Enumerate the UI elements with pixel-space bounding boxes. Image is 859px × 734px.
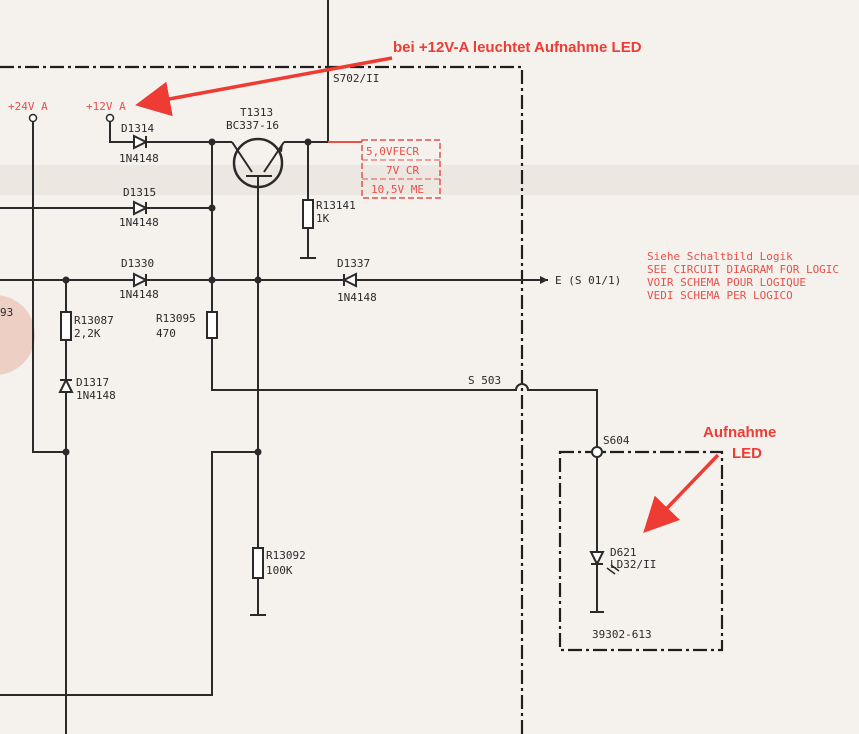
diode-type: 1N4148 xyxy=(337,291,377,304)
resistor-ref: R13087 xyxy=(74,314,114,327)
led-d621-symbol xyxy=(589,551,605,567)
paper-fold xyxy=(0,165,859,195)
logic-note-line: VEDI SCHEMA PER LOGICO xyxy=(647,289,793,302)
diode-d1337-symbol xyxy=(341,272,357,288)
resistor-r13141-symbol xyxy=(302,199,314,229)
diode-type: 1N4148 xyxy=(119,216,159,229)
led-board-boundary xyxy=(558,450,724,652)
resistor-r13095-symbol xyxy=(206,311,218,339)
supply-24v-label: +24V A xyxy=(8,100,48,113)
connector-s503-label: S 503 xyxy=(468,374,501,387)
diode-type: 1N4148 xyxy=(119,288,159,301)
diode-ref: D1337 xyxy=(337,257,370,270)
diode-ref: D1315 xyxy=(123,186,156,199)
resistor-value: 2,2K xyxy=(74,327,101,340)
connector-s604 xyxy=(591,446,603,458)
connector-s604-label: S604 xyxy=(603,434,630,447)
logic-note-line: Siehe Schaltbild Logik xyxy=(647,250,793,263)
transistor-ref: T1313 xyxy=(240,106,273,119)
diode-ref: D1314 xyxy=(121,122,154,135)
transistor-t1313-symbol xyxy=(231,137,285,189)
annotation-arrow-top xyxy=(135,56,393,117)
diode-ref: D1317 xyxy=(76,376,109,389)
resistor-value: 1K xyxy=(316,212,330,225)
supply-12v-label: +12V A xyxy=(86,100,126,113)
diode-type: 1N4148 xyxy=(119,152,159,165)
arrow-e-icon xyxy=(540,276,548,284)
diode-d1330-symbol xyxy=(133,272,149,288)
annotation-led-line2: LED xyxy=(732,445,762,462)
resistor-r13092-symbol xyxy=(252,547,264,579)
transistor-type: BC337-16 xyxy=(226,119,279,132)
diode-d1317-symbol xyxy=(58,377,74,393)
resistor-r13087-symbol xyxy=(60,311,72,341)
terminal-12v xyxy=(105,113,115,123)
resistor-value: 470 xyxy=(156,327,176,340)
annotation-top: bei +12V-A leuchtet Aufnahme LED xyxy=(393,39,642,56)
logic-note-line: VOIR SCHEMA POUR LOGIQUE xyxy=(647,276,806,289)
voltage-label: 7V CR xyxy=(386,164,419,177)
resistor-ref: R13141 xyxy=(316,199,356,212)
connector-s702-label: S702/II xyxy=(333,72,379,85)
annotation-led-line1: Aufnahme xyxy=(703,424,776,441)
partial-label: 93 xyxy=(0,306,13,319)
resistor-ref: R13095 xyxy=(156,312,196,325)
board-number: 39302-613 xyxy=(592,628,652,641)
voltage-label: 5,0VFECR xyxy=(366,145,419,158)
resistor-value: 100K xyxy=(266,564,293,577)
annotation-arrow-led xyxy=(643,453,720,534)
junction-nodes xyxy=(62,138,312,456)
led-type: LD32/II xyxy=(610,558,656,571)
resistor-ref: R13092 xyxy=(266,549,306,562)
logic-note-line: SEE CIRCUIT DIAGRAM FOR LOGIC xyxy=(647,263,839,276)
voltage-box xyxy=(361,139,441,199)
diode-d1315-symbol xyxy=(133,200,149,216)
led-emission-icon xyxy=(606,564,620,575)
connector-e-label: E (S 01/1) xyxy=(555,274,621,287)
voltage-label: 10,5V ME xyxy=(371,183,424,196)
diode-ref: D1330 xyxy=(121,257,154,270)
diode-d1314-symbol xyxy=(133,134,149,150)
stain xyxy=(0,295,35,375)
terminal-24v xyxy=(28,113,38,123)
led-ref: D621 xyxy=(610,546,637,559)
diode-type: 1N4148 xyxy=(76,389,116,402)
